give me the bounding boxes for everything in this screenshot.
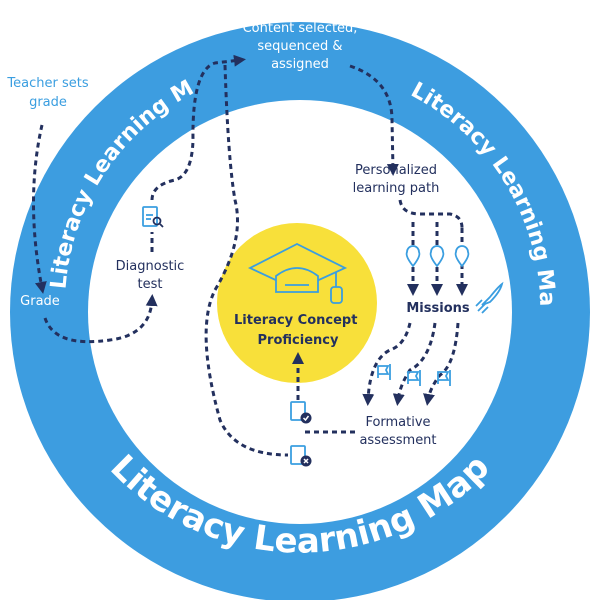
rocket-icon <box>475 281 504 314</box>
graduation-cap-icon <box>247 242 348 304</box>
assessment-passed-icon <box>290 401 312 424</box>
diagnostic-document-search-icon <box>142 206 164 228</box>
flag-icon <box>377 364 451 386</box>
content-assigned-label: Content selected,sequenced &assigned <box>243 21 358 72</box>
map-pin-icon <box>405 245 470 268</box>
missions-label: Missions <box>406 301 470 316</box>
flow-arrows <box>32 54 468 457</box>
assessment-failed-icon <box>290 445 312 467</box>
grade-label: Grade <box>20 294 60 309</box>
center-label: Literacy Concept Proficiency <box>234 313 362 348</box>
